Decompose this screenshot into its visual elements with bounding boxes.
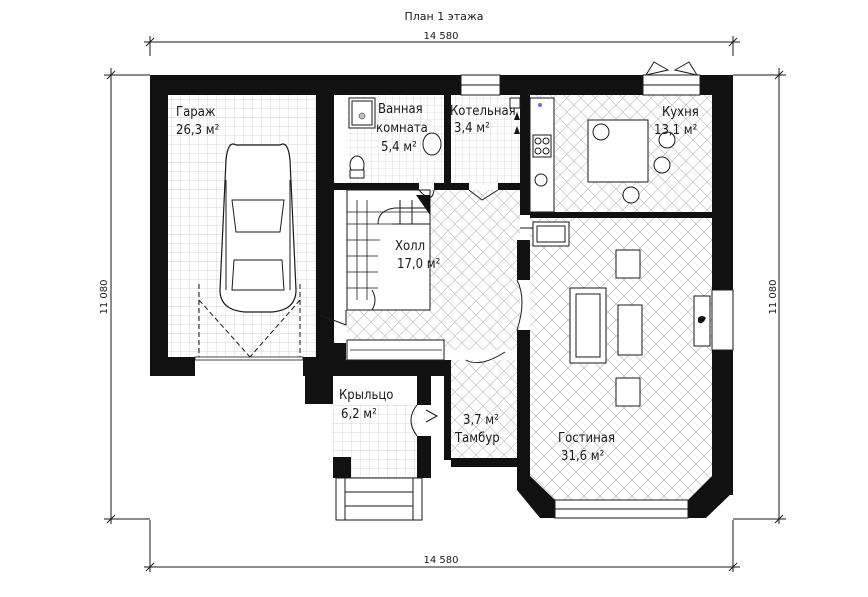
plan-title: План 1 этажа xyxy=(404,10,483,23)
hall-doors xyxy=(319,189,535,364)
dimension-bottom-label: 14 580 xyxy=(424,555,459,566)
dimension-left: 11 080 xyxy=(99,68,150,524)
kitchen-furniture xyxy=(529,97,676,213)
garage-door-swing xyxy=(198,284,301,358)
dimension-top: 14 580 xyxy=(144,31,740,56)
boiler-area: 3,4 м² xyxy=(454,121,490,136)
vestibule-area: 3,7 м² xyxy=(463,413,499,428)
dimension-bottom: 14 580 xyxy=(144,520,740,572)
living-furniture xyxy=(532,221,711,407)
living-name: Гостиная xyxy=(558,431,615,446)
dimension-right-label: 11 080 xyxy=(768,280,779,315)
staircase xyxy=(346,189,431,311)
boiler-name: Котельная xyxy=(450,104,516,119)
kitchen-name: Кухня xyxy=(662,105,699,120)
boiler-fixtures xyxy=(509,97,521,134)
bathroom-fixtures xyxy=(348,97,442,179)
garage-name: Гараж xyxy=(176,105,216,120)
hall-name: Холл xyxy=(395,239,425,254)
vestibule-name: Тамбур xyxy=(454,431,500,446)
room-labels: Гараж 26,3 м² Ванная комната 5,4 м² Коте… xyxy=(176,102,699,464)
boiler-floor xyxy=(451,95,520,185)
porch-name: Крыльцо xyxy=(339,388,393,403)
hall-area: 17,0 м² xyxy=(397,257,440,272)
living-area: 31,6 м² xyxy=(561,449,604,464)
car-icon xyxy=(219,143,297,313)
bathroom-name-line2: комната xyxy=(376,121,428,136)
windows xyxy=(194,74,734,519)
porch-details xyxy=(335,404,439,521)
balcony-door xyxy=(644,61,699,76)
dimension-top-label: 14 580 xyxy=(424,31,459,42)
garage-area: 26,3 м² xyxy=(176,123,219,138)
porch-area: 6,2 м² xyxy=(341,407,377,422)
vestibule-floor xyxy=(451,360,517,458)
walls xyxy=(150,75,733,518)
bathroom-area: 5,4 м² xyxy=(381,140,417,155)
kitchen-area: 13,1 м² xyxy=(654,123,697,138)
bathroom-name-line1: Ванная xyxy=(378,102,423,117)
dimension-left-label: 11 080 xyxy=(99,280,110,315)
dimension-right: 11 080 xyxy=(733,68,786,524)
